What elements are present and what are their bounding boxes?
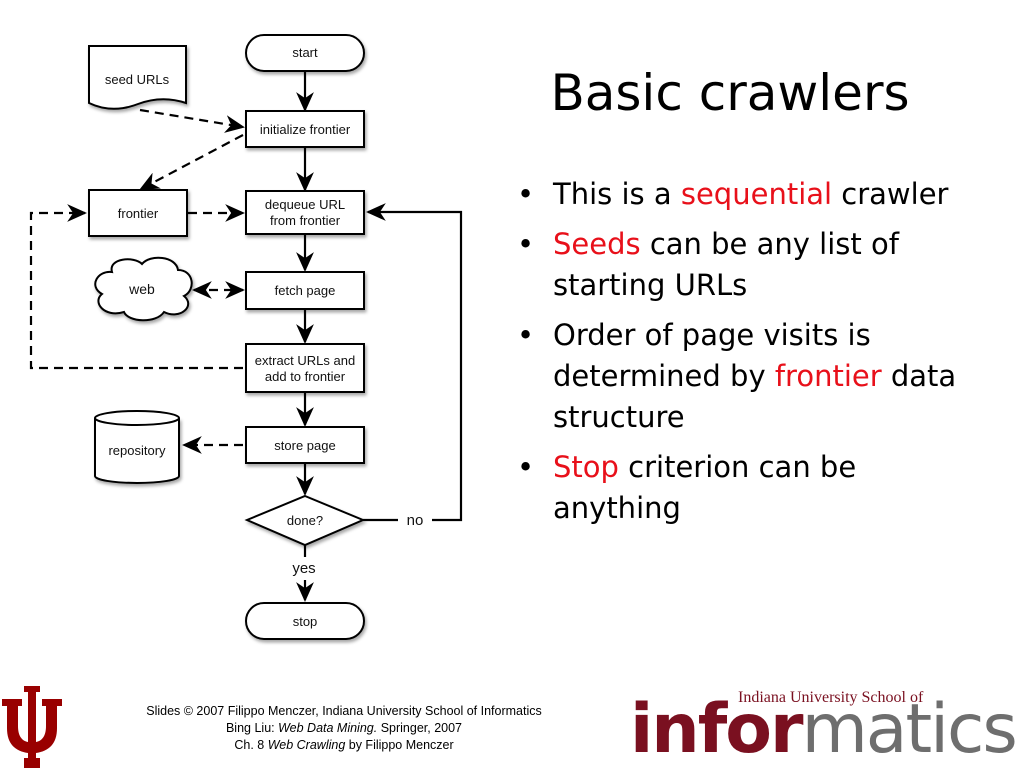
footer-line-2: Bing Liu: Web Data Mining. Springer, 200… bbox=[225, 721, 463, 735]
footer-line-3: Ch. 8 Web Crawling by Filippo Menczer bbox=[234, 738, 454, 752]
edge-label-no: no bbox=[407, 512, 424, 529]
edge-initialize-to-frontier bbox=[139, 134, 244, 190]
svg-text:repository: repository bbox=[108, 443, 166, 458]
highlighted-term: frontier bbox=[774, 359, 882, 393]
edge-no-loop-back bbox=[366, 203, 463, 522]
bullet-item: • Seeds can be any list of starting URLs bbox=[512, 224, 962, 306]
highlighted-term: Seeds bbox=[553, 227, 641, 261]
node-start: start bbox=[245, 34, 365, 72]
svg-text:extract URLs and: extract URLs and bbox=[255, 353, 355, 368]
node-initialize-frontier: initialize frontier bbox=[245, 110, 365, 148]
node-fetch-page: fetch page bbox=[245, 271, 365, 310]
svg-text:seed URLs: seed URLs bbox=[105, 72, 170, 87]
node-frontier: frontier bbox=[88, 189, 188, 237]
bullet-text: Order of page visits is determined by bbox=[553, 318, 871, 393]
bullet-text: crawler bbox=[832, 177, 949, 211]
highlighted-term: Stop bbox=[553, 450, 619, 484]
node-done-decision: done? bbox=[244, 494, 366, 547]
bullet-dot: • bbox=[517, 177, 535, 211]
indiana-university-trident-icon bbox=[2, 686, 62, 768]
svg-text:frontier: frontier bbox=[118, 206, 159, 221]
bullet-item: • Order of page visits is determined by f… bbox=[512, 315, 962, 438]
edge-label-yes: yes bbox=[292, 560, 315, 577]
edge-extract-to-frontier bbox=[29, 204, 243, 370]
slide-title: Basic crawlers bbox=[550, 64, 910, 122]
bullet-text: data structure bbox=[553, 359, 957, 434]
svg-text:store page: store page bbox=[274, 438, 335, 453]
svg-text:from frontier: from frontier bbox=[270, 213, 341, 228]
node-extract-urls: extract URLs and add to frontier bbox=[245, 343, 365, 393]
svg-text:stop: stop bbox=[293, 614, 318, 629]
svg-text:initialize frontier: initialize frontier bbox=[260, 122, 351, 137]
svg-text:fetch page: fetch page bbox=[275, 283, 336, 298]
informatics-school-name: Indiana University School of bbox=[738, 689, 924, 706]
svg-text:add to frontier: add to frontier bbox=[265, 369, 346, 384]
highlighted-term: sequential bbox=[680, 177, 833, 211]
svg-text:start: start bbox=[292, 45, 318, 60]
svg-text:done?: done? bbox=[287, 513, 323, 528]
bullet-item: • Stop criterion can be anything bbox=[512, 447, 962, 529]
bullet-item: • This is a sequential crawler bbox=[512, 174, 962, 215]
bullet-dot: • bbox=[517, 227, 535, 261]
bullet-text: This is a bbox=[553, 177, 681, 211]
node-seed-urls: seed URLs bbox=[88, 45, 187, 110]
bullet-list: • This is a sequential crawler • Seeds can … bbox=[512, 174, 962, 538]
node-repository: repository bbox=[94, 410, 180, 484]
bullet-dot: • bbox=[517, 450, 535, 484]
node-stop: stop bbox=[245, 602, 365, 640]
data-flow-edges bbox=[29, 108, 245, 454]
bullet-text: can be any list of starting URLs bbox=[553, 227, 899, 302]
slide-footer: Slides © 2007 Filippo Menczer, Indiana U… bbox=[104, 703, 584, 754]
edge-seed-urls-to-initialize bbox=[139, 108, 245, 133]
informatics-wordmark: informatics bbox=[630, 690, 1018, 769]
node-store-page: store page bbox=[245, 426, 365, 464]
bullet-dot: • bbox=[517, 318, 535, 352]
footer-line-1: Slides © 2007 Filippo Menczer, Indiana U… bbox=[146, 704, 542, 718]
main-flow-edges bbox=[296, 71, 463, 602]
informatics-logo: informatics Indiana University School of bbox=[630, 688, 1018, 768]
svg-text:dequeue URL: dequeue URL bbox=[265, 197, 345, 212]
node-web-cloud: web bbox=[94, 256, 193, 322]
bullet-text: criterion can be anything bbox=[553, 450, 857, 525]
crawler-flowchart: start seed URLs initialize frontier fron… bbox=[29, 34, 463, 640]
node-dequeue-url: dequeue URL from frontier bbox=[245, 190, 365, 235]
svg-text:web: web bbox=[128, 281, 155, 297]
